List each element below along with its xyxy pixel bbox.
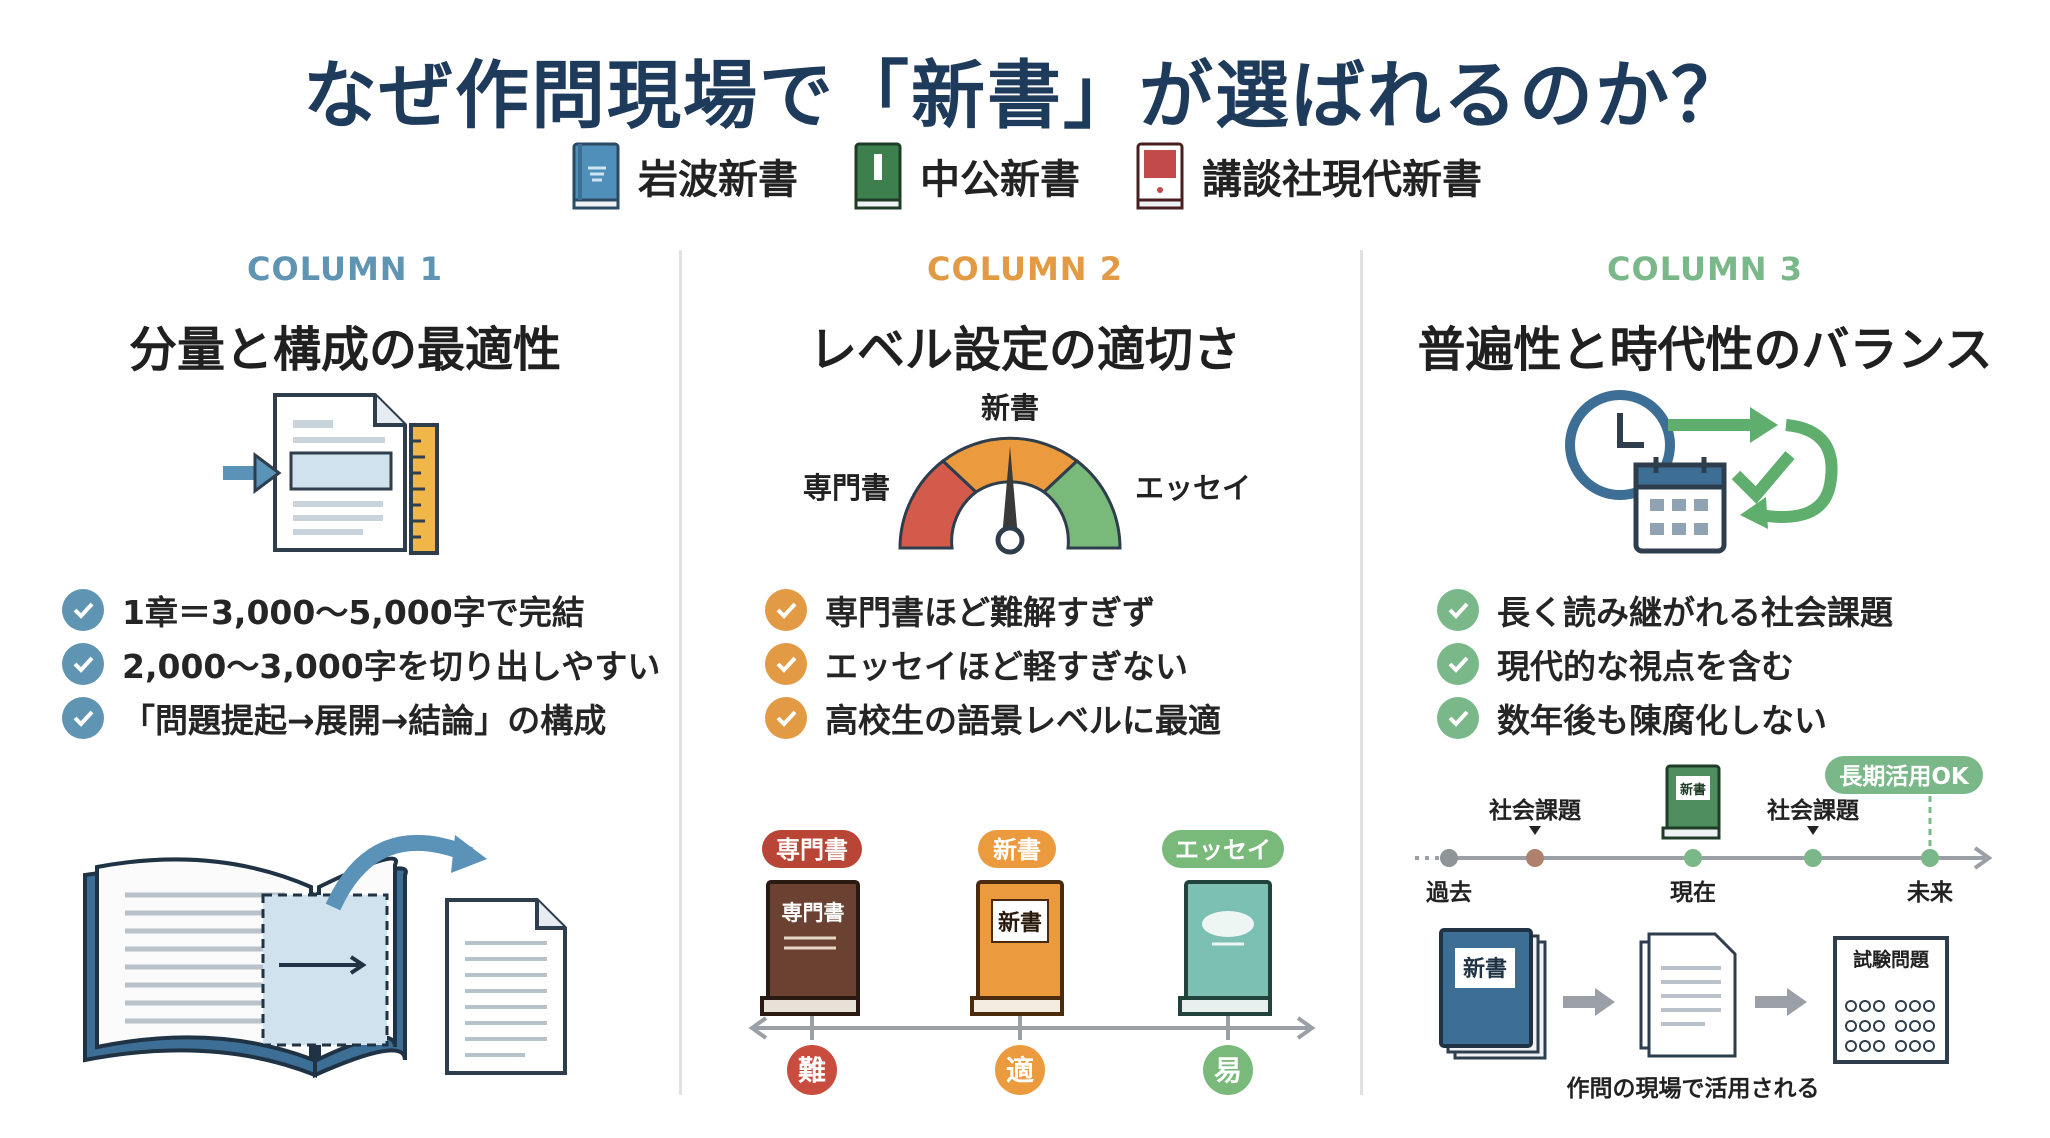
level-right-marker [995, 1045, 1045, 1095]
timeline-topic-1: 社会課題 [1489, 797, 1582, 824]
list-item: 専門書ほど難解すぎず [765, 583, 1221, 637]
timeline-topic-2: 社会課題 [1767, 797, 1860, 824]
column-2-check-3: 高校生の語景レベルに最適 [825, 701, 1221, 740]
exam-sheet-label: 試験問題 [1853, 948, 1930, 971]
list-item: 1章＝3,000〜5,000字で完結 [62, 583, 660, 637]
green-book-icon [854, 142, 902, 210]
page-title: なぜ作問現場で「新書」が選ばれるのか？ [303, 53, 1747, 139]
column-2-title: レベル設定の適切さ [808, 322, 1241, 378]
check-icon [765, 643, 807, 685]
check-icon [1437, 589, 1479, 631]
column-divider-1 [679, 250, 682, 1095]
gauge-right-label: エッセイ [1135, 471, 1251, 505]
shinsho-stack-icon [1439, 928, 1547, 1060]
level-easy-marker [1203, 1045, 1253, 1095]
open-book-extract-illustration [83, 834, 567, 1079]
column-1-check-3: 「問題提起→展開→結論」の構成 [122, 701, 607, 740]
check-icon [1437, 697, 1479, 739]
column-2-check-1: 専門書ほど難解すぎず [825, 593, 1155, 632]
legend-iwanami: 岩波新書 [568, 140, 798, 212]
column-divider-2 [1360, 250, 1363, 1095]
check-icon [62, 589, 104, 631]
level-right-label: 適 [1006, 1054, 1034, 1087]
column-2-checklist: 専門書ほど難解すぎず エッセイほど軽すぎない 高校生の語景レベルに最適 [765, 583, 1221, 745]
legend-chuko: 中公新書 [850, 140, 1080, 212]
column-3-header: COLUMN 3 普遍性と時代性のバランス [1380, 250, 2030, 380]
column-3-number: COLUMN 3 [1607, 250, 1803, 288]
column-1-check-2: 2,000〜3,000字を切り出しやすい [122, 647, 661, 686]
list-item: 「問題提起→展開→結論」の構成 [62, 691, 660, 745]
gauge-left-label: 専門書 [803, 471, 890, 505]
list-item: 長く読み継がれる社会課題 [1437, 583, 1893, 637]
list-item: 高校生の語景レベルに最適 [765, 691, 1221, 745]
long-term-badge-label: 長期活用OK [1839, 764, 1970, 790]
timeline-caption: 作問の現場で活用される [1567, 1076, 1820, 1102]
document-extract-icon [223, 393, 439, 555]
timeline-future: 未来 [1907, 880, 1954, 906]
gauge-top-label: 新書 [981, 391, 1039, 425]
column-3-title: 普遍性と時代性のバランス [1417, 322, 1993, 378]
column-1-number: COLUMN 1 [247, 250, 443, 288]
legend-iwanami-label: 岩波新書 [638, 157, 798, 203]
copied-pages-icon [1639, 932, 1737, 1058]
blue-book-icon [572, 142, 620, 210]
tag-essay-label: エッセイ [1175, 836, 1271, 864]
column-1-title: 分量と構成の最適性 [128, 322, 561, 378]
column-3-check-2: 現代的な視点を含む [1497, 647, 1794, 686]
legend-kodansha-label: 講談社現代新書 [1202, 157, 1482, 203]
essay-book-icon [1178, 880, 1272, 1016]
shinsho-book-cover: 新書 [998, 910, 1042, 936]
clock-calendar-cycle-icon [1565, 390, 1838, 554]
column-3-checklist: 長く読み継がれる社会課題 現代的な視点を含む 数年後も陳腐化しない [1437, 583, 1893, 745]
level-hard-marker [787, 1045, 837, 1095]
level-easy-label: 易 [1214, 1054, 1242, 1087]
legend-kodansha: 講談社現代新書 [1132, 140, 1482, 212]
column-3-check-3: 数年後も陳腐化しない [1497, 701, 1827, 740]
small-shinsho-cover: 新書 [1680, 782, 1706, 798]
difficulty-scale: 専門書 新書 エッセイ 専門書 新書 難 適 易 [748, 830, 1316, 1095]
book-series-legend: 岩波新書 中公新書 講談社現代新書 [0, 140, 2050, 212]
red-book-icon [1136, 142, 1184, 210]
tag-shinsho-label: 新書 [993, 836, 1041, 864]
legend-chuko-label: 中公新書 [920, 157, 1080, 203]
exam-sheet-icon [1833, 936, 1949, 1064]
timeline-illustration: 長期活用OK 新書 社会課題 社会課題 過去 現在 未来 新書 [1415, 756, 1993, 1102]
list-item: 2,000〜3,000字を切り出しやすい [62, 637, 660, 691]
specialist-book-cover: 専門書 [782, 901, 845, 925]
timeline-past: 過去 [1426, 879, 1472, 906]
level-hard-label: 難 [798, 1054, 826, 1087]
check-icon [62, 643, 104, 685]
tag-shinsho [978, 830, 1056, 868]
column-2-check-2: エッセイほど軽すぎない [825, 647, 1188, 686]
column-3-check-1: 長く読み継がれる社会課題 [1497, 593, 1893, 632]
list-item: 数年後も陳腐化しない [1437, 691, 1893, 745]
stack-cover-label: 新書 [1463, 956, 1507, 982]
small-shinsho-icon [1661, 764, 1721, 840]
column-1-header: COLUMN 1 分量と構成の最適性 [20, 250, 670, 380]
column-1-check-1: 1章＝3,000〜5,000字で完結 [122, 593, 585, 632]
difficulty-gauge: 新書 専門書 エッセイ [803, 391, 1251, 555]
long-term-badge [1825, 756, 1983, 794]
check-icon [1437, 643, 1479, 685]
list-item: 現代的な視点を含む [1437, 637, 1893, 691]
check-icon [765, 589, 807, 631]
specialist-book-icon [760, 880, 860, 1016]
check-icon [765, 697, 807, 739]
column-2-number: COLUMN 2 [927, 250, 1123, 288]
column-1-checklist: 1章＝3,000〜5,000字で完結 2,000〜3,000字を切り出しやすい … [62, 583, 660, 745]
timeline-present: 現在 [1670, 879, 1716, 906]
check-icon [62, 697, 104, 739]
shinsho-book-icon [970, 880, 1064, 1016]
tag-essay [1162, 830, 1284, 868]
column-2-header: COLUMN 2 レベル設定の適切さ [700, 250, 1350, 380]
tag-specialist-label: 専門書 [776, 836, 848, 864]
list-item: エッセイほど軽すぎない [765, 637, 1221, 691]
tag-specialist [762, 830, 862, 868]
